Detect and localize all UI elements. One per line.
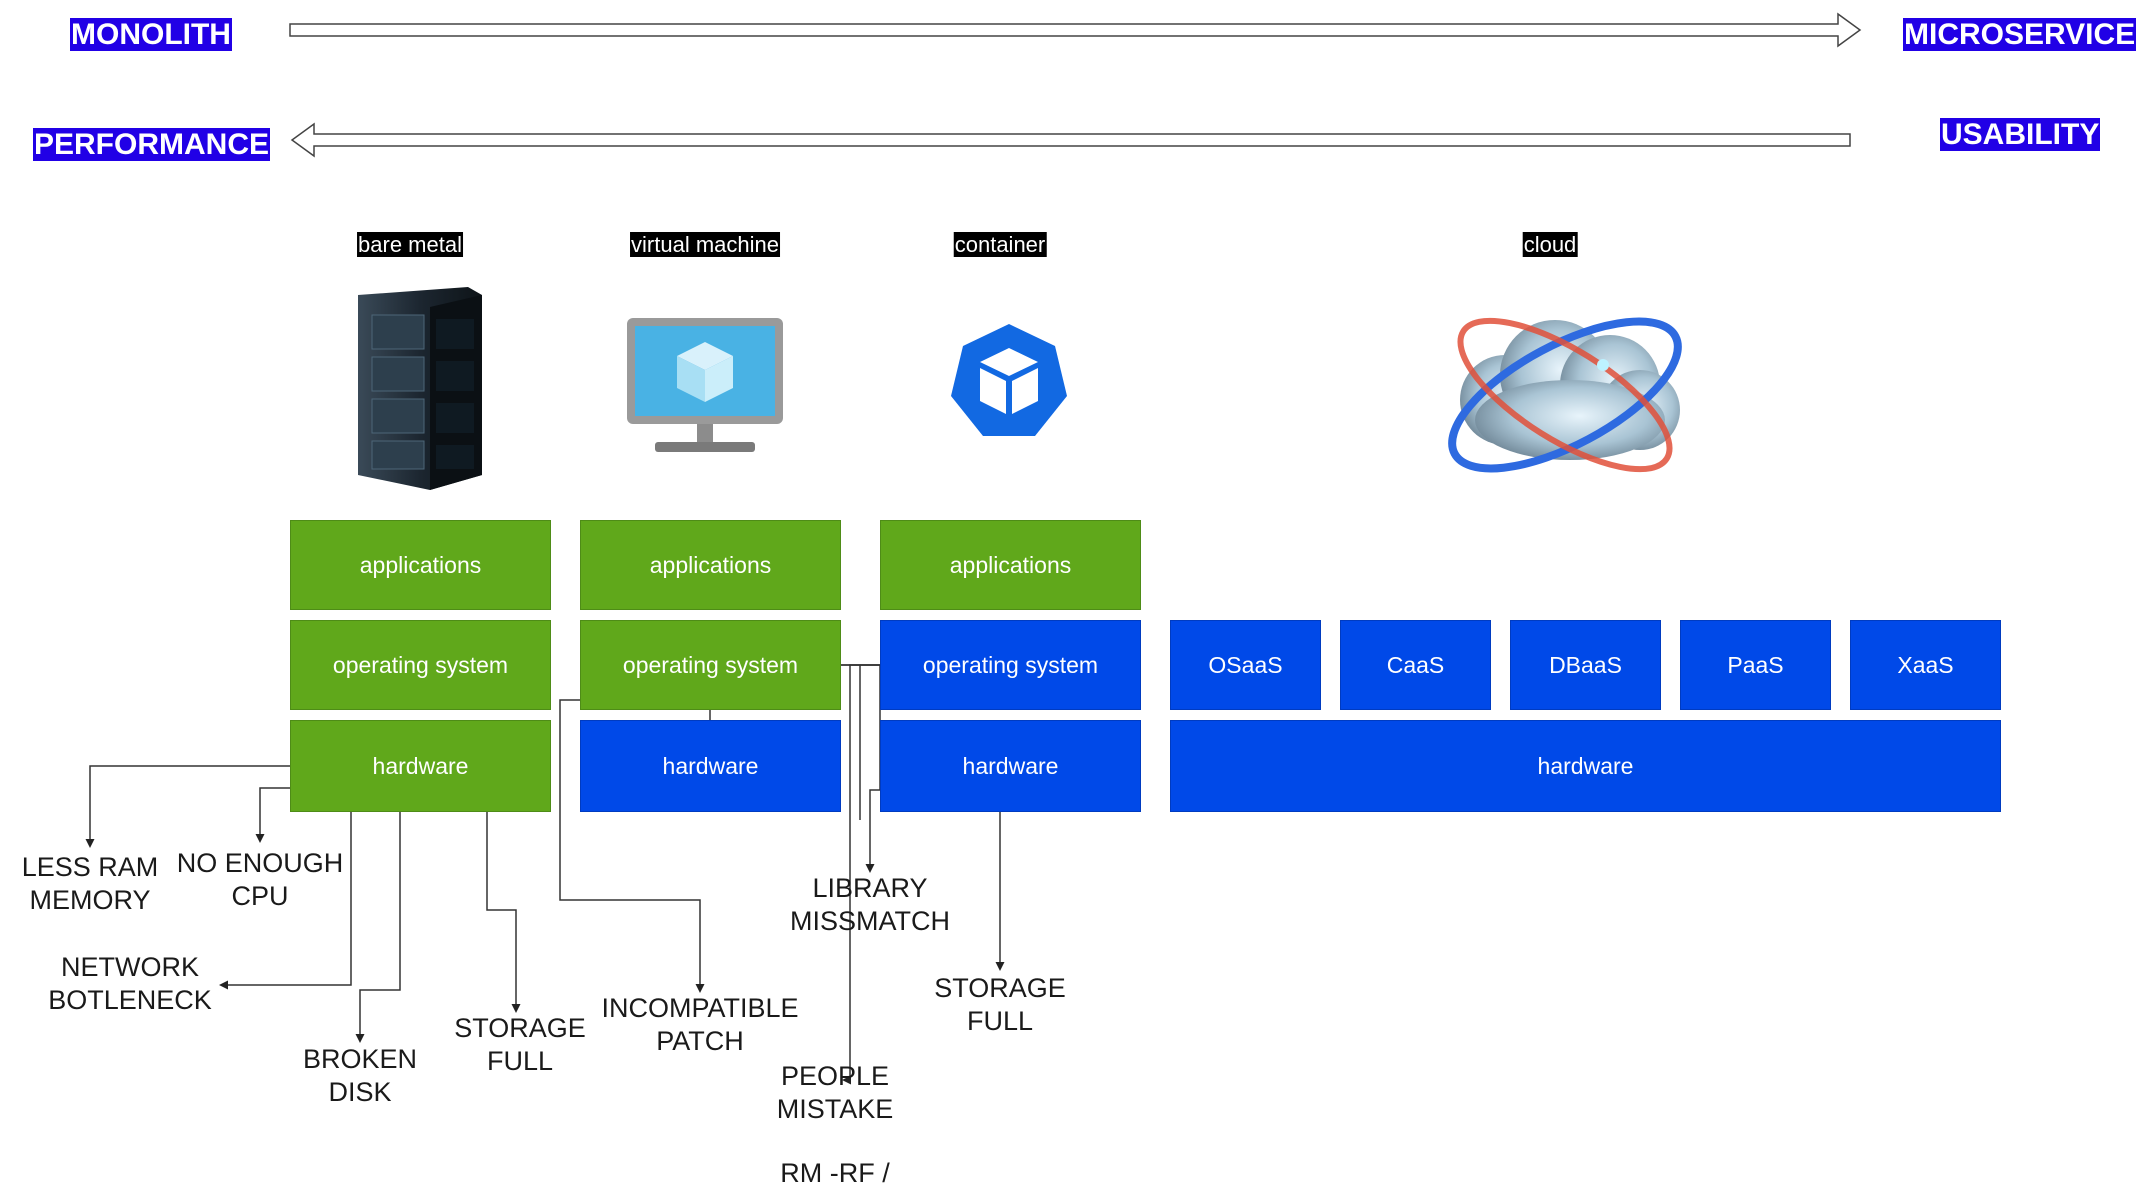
no-cpu-connector — [255, 787, 290, 843]
monolith-label: MONOLITH — [70, 18, 232, 51]
issue-network: NETWORK BOTLENECK — [48, 952, 212, 1015]
container-applications: applications — [880, 520, 1141, 610]
service-dbaas: DBaaS — [1510, 620, 1661, 710]
issue-no-cpu: NO ENOUGH CPU — [176, 848, 344, 911]
issue-rm-rf: RM -RF / — [780, 1158, 890, 1188]
issue-storage-full-bare-metal: STORAGE FULL — [454, 1013, 586, 1076]
monitor-cube-icon — [627, 318, 783, 452]
bare-metal-applications: applications — [290, 520, 551, 610]
usability-label: USABILITY — [1940, 118, 2101, 151]
cloud-orbit-icon — [1448, 317, 1682, 473]
service-xaas: XaaS — [1850, 620, 2001, 710]
bare-metal-hardware: hardware — [290, 720, 551, 812]
container-caption: container — [953, 232, 1047, 257]
service-osaas: OSaaS — [1170, 620, 1321, 710]
container-hardware: hardware — [880, 720, 1141, 812]
cloud-caption: cloud — [1522, 232, 1578, 257]
performance-label: PERFORMANCE — [33, 128, 271, 161]
issue-people-mistake: PEOPLE MISTAKE — [776, 1061, 894, 1124]
broken-disk-connector — [355, 812, 401, 1043]
microservice-label: MICROSERVICE — [1903, 18, 2136, 51]
people-mistake-connector — [842, 664, 880, 1085]
container-operating-system: operating system — [880, 620, 1141, 710]
vm-applications: applications — [580, 520, 841, 610]
server-rack-icon — [358, 287, 482, 490]
virtual-machine-caption: virtual machine — [630, 232, 780, 257]
bare-metal-operating-system: operating system — [290, 620, 551, 710]
issue-library-mismatch: LIBRARY MISSMATCH — [790, 873, 950, 936]
bare-metal-caption: bare metal — [357, 232, 463, 257]
container-cube-icon — [951, 324, 1067, 436]
issue-broken-disk: BROKEN DISK — [302, 1044, 418, 1107]
issue-storage-full-container: STORAGE FULL — [934, 973, 1066, 1036]
service-paas: PaaS — [1680, 620, 1831, 710]
issue-less-ram: LESS RAM MEMORY — [21, 852, 159, 915]
incompatible-patch-connector — [559, 699, 705, 993]
service-caas: CaaS — [1340, 620, 1491, 710]
usability-performance-arrow — [290, 122, 1851, 158]
network-connector — [219, 812, 352, 990]
cloud-hardware: hardware — [1170, 720, 2001, 812]
issue-incompatible-patch: INCOMPATIBLE PATCH — [601, 993, 799, 1056]
vm-operating-system: operating system — [580, 620, 841, 710]
storage-bm-connector — [486, 812, 521, 1013]
monolith-microservice-arrow — [289, 12, 1862, 48]
less-ram-connector — [85, 765, 290, 848]
vm-hardware: hardware — [580, 720, 841, 812]
